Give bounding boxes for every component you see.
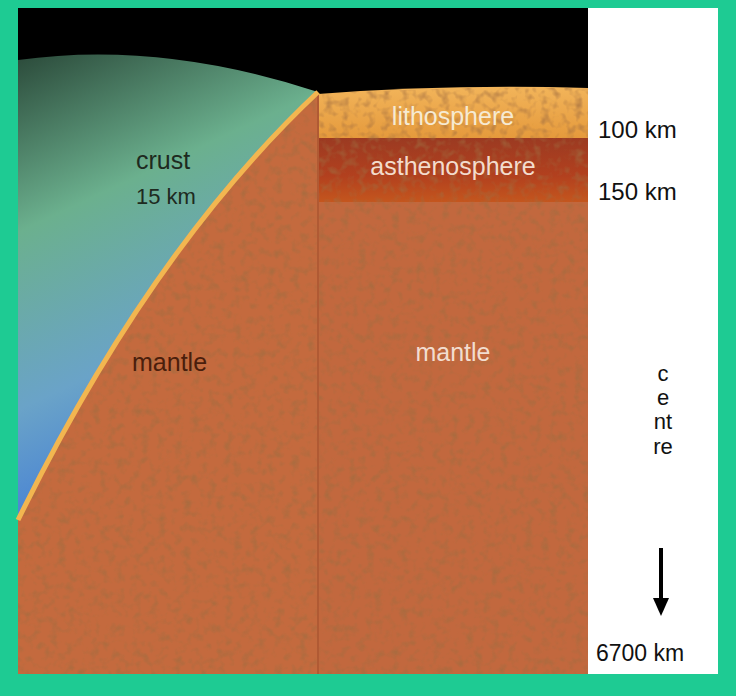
direction-label: centre [652, 362, 674, 459]
layer-name: lithosphere [392, 102, 514, 138]
depth-label: 100 km [598, 116, 677, 144]
dimension-label: 15 km [136, 184, 196, 210]
asthenosphere-band: asthenosphere [318, 138, 588, 202]
layer-label: crust [136, 146, 190, 175]
layer-name: mantle [415, 338, 490, 674]
layer-label: mantle [132, 348, 207, 377]
mantle-block: mantle [318, 202, 588, 674]
depth-label: 6700 km [596, 640, 684, 667]
lithosphere-band: lithosphere [318, 94, 588, 138]
layer-name: asthenosphere [370, 152, 535, 202]
depth-label: 150 km [598, 178, 677, 206]
